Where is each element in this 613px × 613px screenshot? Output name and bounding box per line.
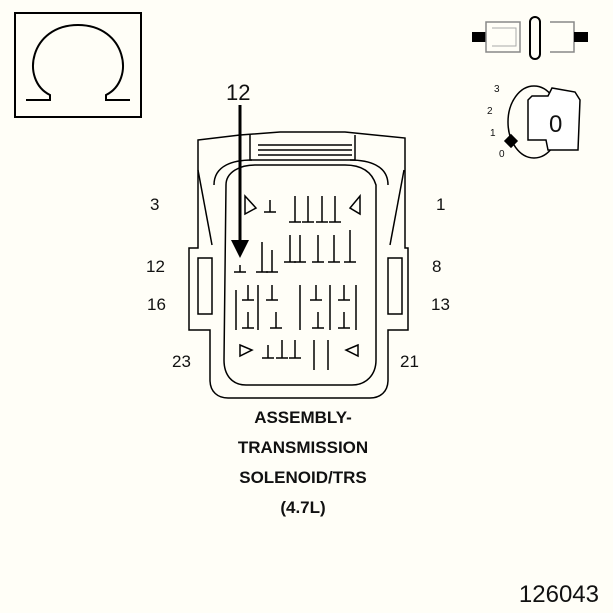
pin-label-left-low: 16 <box>147 295 166 314</box>
ignition-position-3: 3 <box>494 84 500 95</box>
callout-arrow <box>231 105 249 258</box>
connector-disconnected-icon <box>472 16 588 60</box>
pin-label-left-mid: 12 <box>146 257 165 276</box>
ignition-position-2: 2 <box>487 106 493 117</box>
pin-label-right-mid: 8 <box>432 257 442 276</box>
component-title-line-1: ASSEMBLY- <box>254 408 352 427</box>
pin-label-left-top: 3 <box>150 195 160 214</box>
ignition-key-label: 0 <box>549 111 563 138</box>
component-title-line-3: SOLENOID/TRS <box>239 468 367 487</box>
pin-label-right-low: 13 <box>431 295 450 314</box>
pin-label-right-bottom: 21 <box>400 352 419 371</box>
ignition-key-icon <box>503 85 581 159</box>
ignition-position-0: 0 <box>499 149 505 160</box>
pin-label-left-bottom: 23 <box>172 352 191 371</box>
component-title-line-4: (4.7L) <box>280 498 326 517</box>
figure-number: 126043 <box>518 581 599 608</box>
pin-label-right-top: 1 <box>436 195 446 214</box>
ohm-icon <box>14 12 142 118</box>
ignition-position-1: 1 <box>490 128 496 139</box>
connector-face <box>188 131 409 399</box>
pin-callout-label: 12 <box>226 80 251 105</box>
component-title-line-2: TRANSMISSION <box>237 438 369 457</box>
